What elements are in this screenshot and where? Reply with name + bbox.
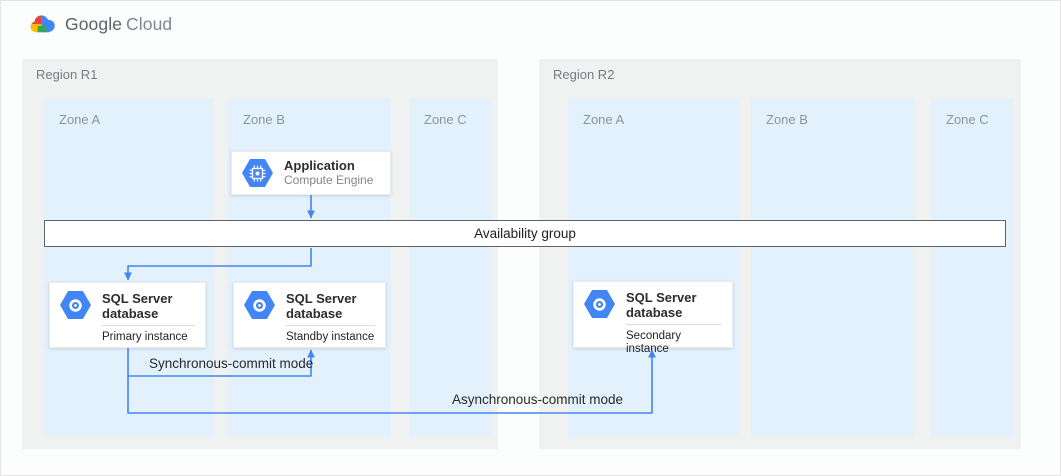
zone-label: Zone B [243,112,285,127]
zone-label: Zone A [583,112,625,127]
cloud-sql-icon [60,291,91,319]
sync-commit-label: Synchronous-commit mode [149,356,314,371]
r2-zone-c: Zone C [931,99,1014,436]
cloud-sql-icon [244,291,275,319]
compute-engine-icon [242,159,273,187]
region-label: Region R1 [36,67,98,82]
cloud-sql-icon [584,290,615,318]
r2-zone-a: Zone A [568,99,739,436]
zone-label: Zone B [766,112,808,127]
r1-zone-a: Zone A [44,99,214,436]
async-commit-label: Asynchronous-commit mode [452,392,624,407]
node-subtitle: Standby instance [286,325,375,344]
availability-group-label: Availability group [474,226,576,241]
node-subtitle: Secondary instance [626,324,722,356]
google-cloud-icon [30,15,55,33]
node-title: SQL Server database [626,290,697,320]
zone-label: Zone C [424,112,467,127]
secondary-db-card: SQL Server database Secondary instance [573,281,733,355]
region-label: Region R2 [553,67,615,82]
node-subtitle: Compute Engine [284,173,374,187]
node-title: SQL Server database [102,291,173,321]
r1-zone-b: Zone B [228,99,391,436]
node-subtitle: Primary instance [102,325,195,344]
node-title: SQL Server database [286,291,357,321]
primary-db-card: SQL Server database Primary instance [49,282,206,348]
availability-group-bar: Availability group [44,220,1006,247]
region-r2: Region R2 Zone A Zone B Zone C [539,59,1021,449]
standby-db-card: SQL Server database Standby instance [233,282,386,348]
region-r1: Region R1 Zone A Zone B Zone C [22,59,498,449]
application-card: Application Compute Engine [231,151,391,195]
node-title: Application [284,158,355,173]
zone-label: Zone C [946,112,989,127]
r2-zone-b: Zone B [751,99,914,436]
brand-cloud: Cloud [126,13,173,34]
zone-label: Zone A [59,112,101,127]
r1-zone-c: Zone C [409,99,491,436]
brand-google: Google [65,13,123,34]
